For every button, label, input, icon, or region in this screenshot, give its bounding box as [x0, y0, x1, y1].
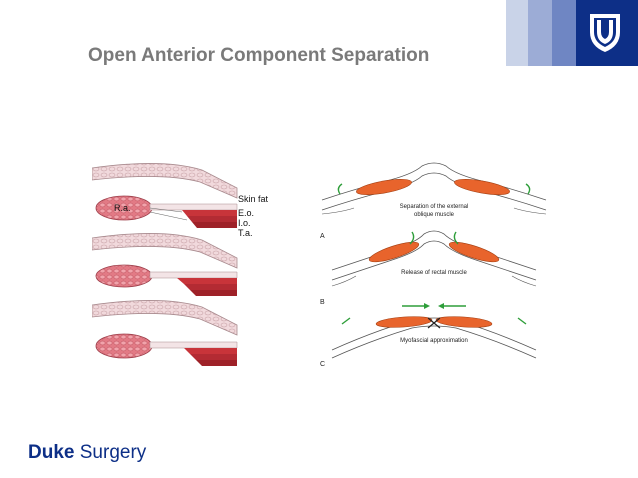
step-a: Separation of the external oblique muscl…	[320, 162, 547, 240]
step-a-caption-line1: Separation of the external	[400, 204, 469, 210]
label-skin-fat: Skin fat	[238, 194, 269, 204]
step-a-caption-line2: oblique muscle	[414, 212, 455, 218]
step-b-caption-line1: Release of rectal muscle	[401, 270, 467, 276]
step-c-letter: C	[320, 361, 325, 368]
step-c: Myofascial approximation C	[320, 303, 537, 368]
logo-word-surgery: Surgery	[79, 442, 147, 463]
panel-1	[92, 163, 238, 228]
label-ra: R.a.	[114, 203, 131, 213]
panel-3	[92, 300, 238, 366]
component-separation-steps-diagram: Separation of the external oblique muscl…	[320, 162, 547, 368]
slide-title: Open Anterior Component Separation	[88, 45, 430, 66]
step-c-caption-line1: Myofascial approximation	[400, 338, 468, 344]
brand-block-light	[506, 0, 528, 66]
label-eo: E.o.	[238, 208, 254, 218]
duke-shield-icon	[590, 14, 620, 52]
label-io: I.o.	[238, 218, 251, 228]
panel-2	[92, 233, 238, 296]
brand-block-medium	[528, 0, 552, 66]
brand-block-blue	[552, 0, 576, 66]
step-b-letter: B	[320, 299, 325, 306]
cross-section-illustration: R.a. Skin fat E.o. I.o. T.a.	[92, 163, 269, 366]
logo-word-duke: Duke	[28, 442, 75, 463]
label-ta: T.a.	[238, 228, 253, 238]
step-b: Release of rectal muscle B	[320, 230, 537, 306]
brand-header-blocks	[506, 0, 638, 66]
step-a-letter: A	[320, 233, 325, 240]
duke-surgery-logo: Duke Surgery	[28, 442, 146, 464]
